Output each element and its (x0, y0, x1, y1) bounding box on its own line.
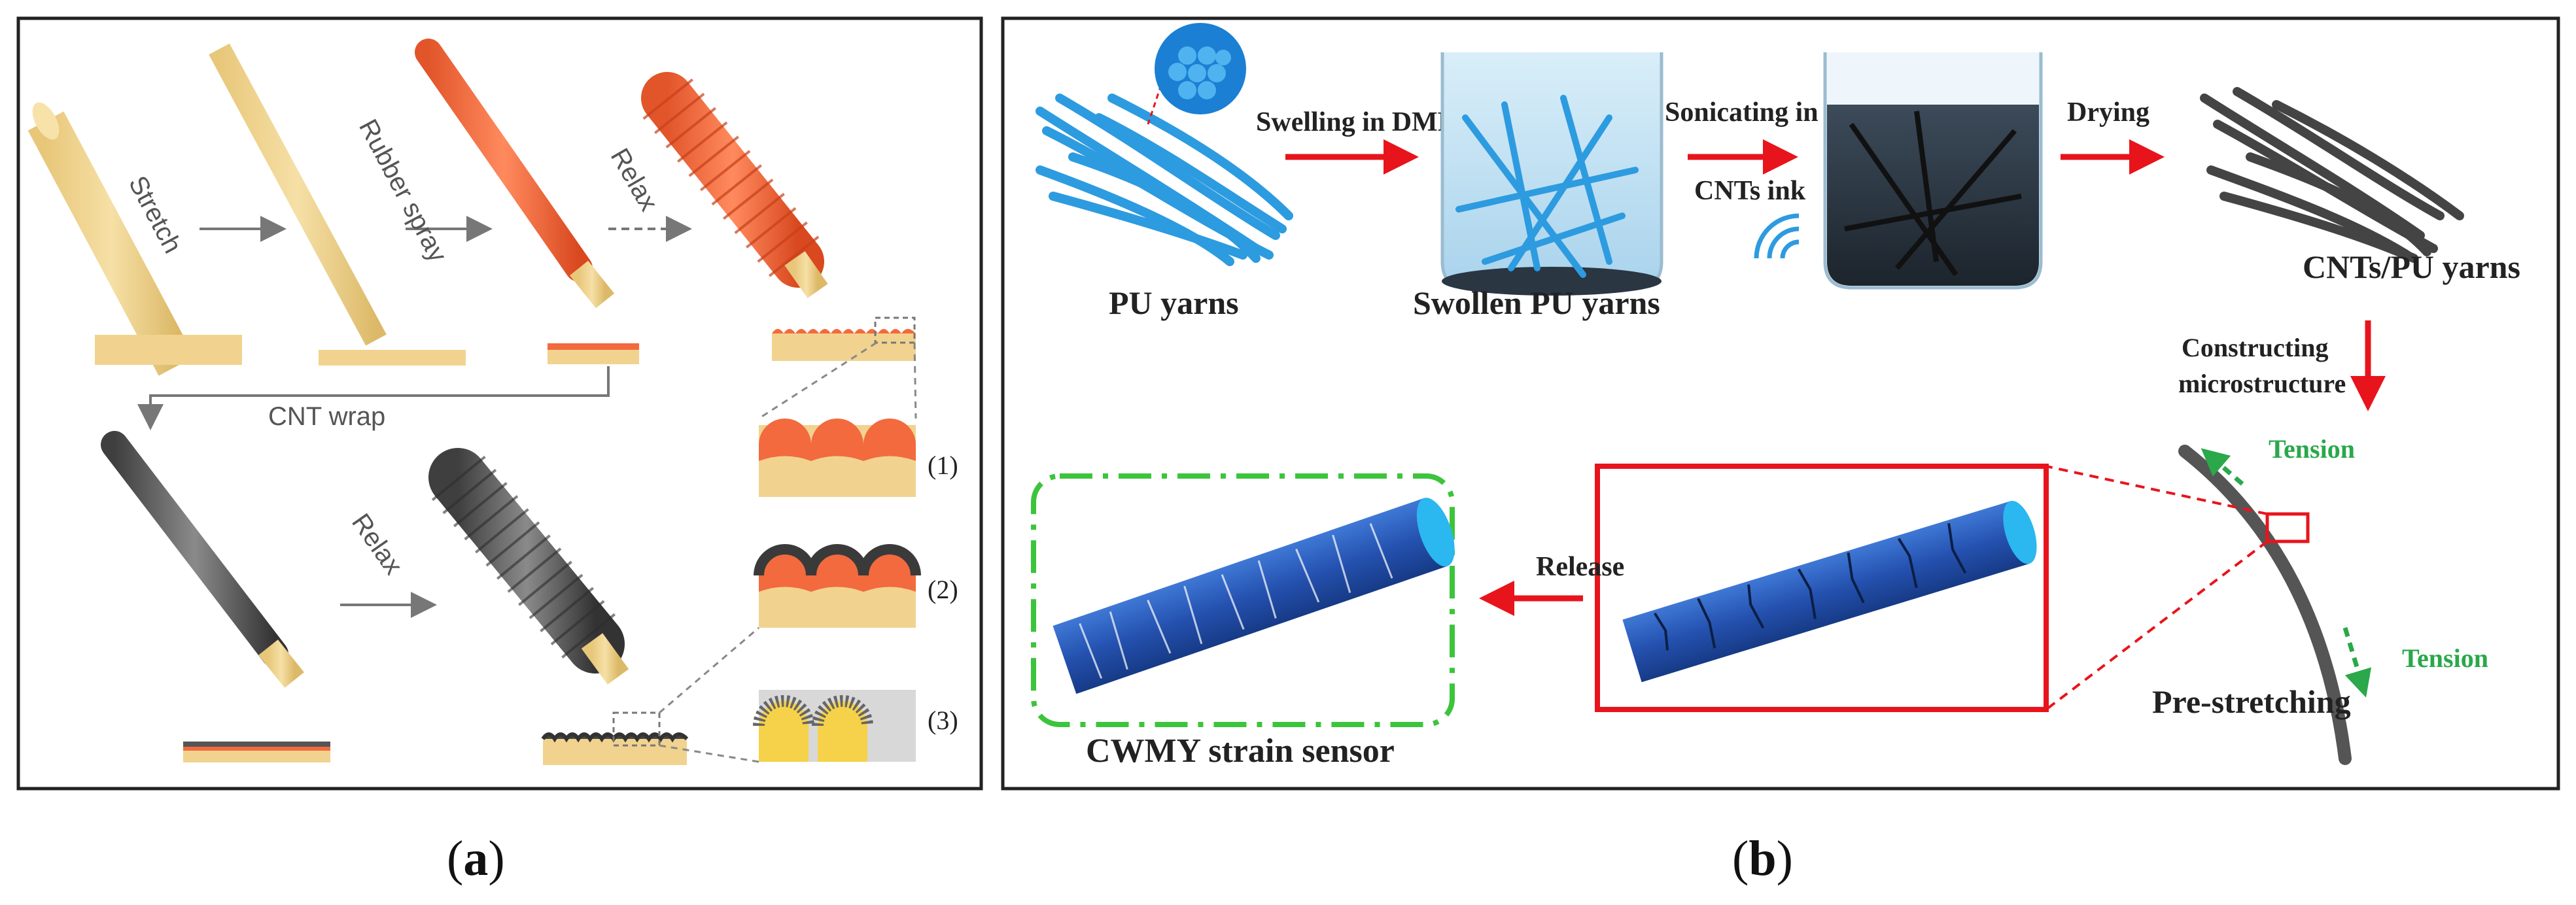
cross-section-coated (548, 343, 639, 364)
inset-2-label: (2) (928, 575, 958, 604)
cnt-pu-yarns-bundle (2200, 87, 2464, 263)
zoom-line-2b (659, 744, 759, 763)
inset-3-label: (3) (928, 706, 958, 735)
constructing-label-2: microstructure (2178, 369, 2346, 398)
sonicating-label-1: Sonicating in (1665, 97, 1819, 128)
inset-3-cnt-detail (753, 690, 916, 762)
caption-b-letter: b (1749, 831, 1777, 886)
sensor-frame (1031, 473, 1455, 727)
tension-top-arrow (2201, 448, 2244, 486)
zoom-line-2a (659, 626, 759, 714)
cwmy-sensor-label: CWMY strain sensor (1086, 732, 1395, 770)
plain-yarn-rod (27, 102, 195, 376)
inset-2-cnt-wrinkle-profile (754, 544, 921, 628)
ultrasound-waves-icon (1754, 213, 1800, 259)
wrinkled-cnt-rod (428, 448, 629, 685)
caption-a-close: ) (488, 831, 505, 886)
caption-a-letter: a (463, 831, 489, 886)
fiber-cross-section-zoom (1147, 23, 1246, 125)
cnt-pu-yarns-label: CNTs/PU yarns (2303, 248, 2520, 285)
swelling-label: Swelling in DMF (1256, 107, 1454, 137)
cross-section-cnt-wrinkled (541, 711, 689, 765)
inset-1-wrinkle-profile (759, 418, 916, 497)
caption-a: (a) (447, 830, 505, 887)
tension-bottom-arrow (2342, 626, 2372, 698)
cross-section-stretched (319, 350, 466, 366)
constructing-label-1: Constructing (2182, 333, 2328, 362)
caption-b-open: ( (1732, 831, 1749, 886)
pre-stretching-label: Pre-stretching (2152, 683, 2351, 720)
stretched-yarn-rod (209, 43, 387, 346)
pre-stretched-yarn (2178, 445, 2352, 765)
cnt-wrap-label: CNT wrap (268, 402, 385, 431)
caption-a-open: ( (447, 831, 464, 886)
drying-label: Drying (2067, 97, 2150, 128)
release-label: Release (1536, 552, 1624, 582)
cnt-ink-beaker (1823, 52, 2043, 290)
dmf-beaker (1440, 52, 1663, 296)
tension-top-label: Tension (2269, 434, 2355, 464)
cross-section-wrinkled (772, 316, 916, 361)
swollen-pu-yarns-label: Swollen PU yarns (1413, 284, 1660, 321)
caption-b: (b) (1732, 830, 1793, 887)
cross-section-cnt-wrapped (183, 742, 330, 762)
cwmy-sensor-cylinder (1053, 498, 1455, 694)
cross-section-plain (95, 335, 242, 365)
pu-yarns-bundle (1036, 94, 1293, 266)
cracked-yarn-cylinder (1622, 500, 2037, 683)
pu-yarns-label: PU yarns (1109, 284, 1239, 321)
yarn-zoom-box (2265, 512, 2310, 543)
rubber-coated-rod (415, 39, 615, 309)
sonicating-label-2: CNTs ink (1694, 176, 1806, 206)
zoom-line-b1 (2045, 465, 2268, 515)
tension-bottom-label: Tension (2402, 643, 2488, 673)
zoom-line-1b (913, 342, 917, 419)
cnt-wrapped-rod (101, 431, 304, 688)
inset-1-label: (1) (928, 451, 958, 480)
wrinkled-rubber-rod (641, 72, 828, 298)
caption-b-close: ) (1776, 831, 1793, 886)
cnt-wrap-arrow (137, 366, 610, 430)
